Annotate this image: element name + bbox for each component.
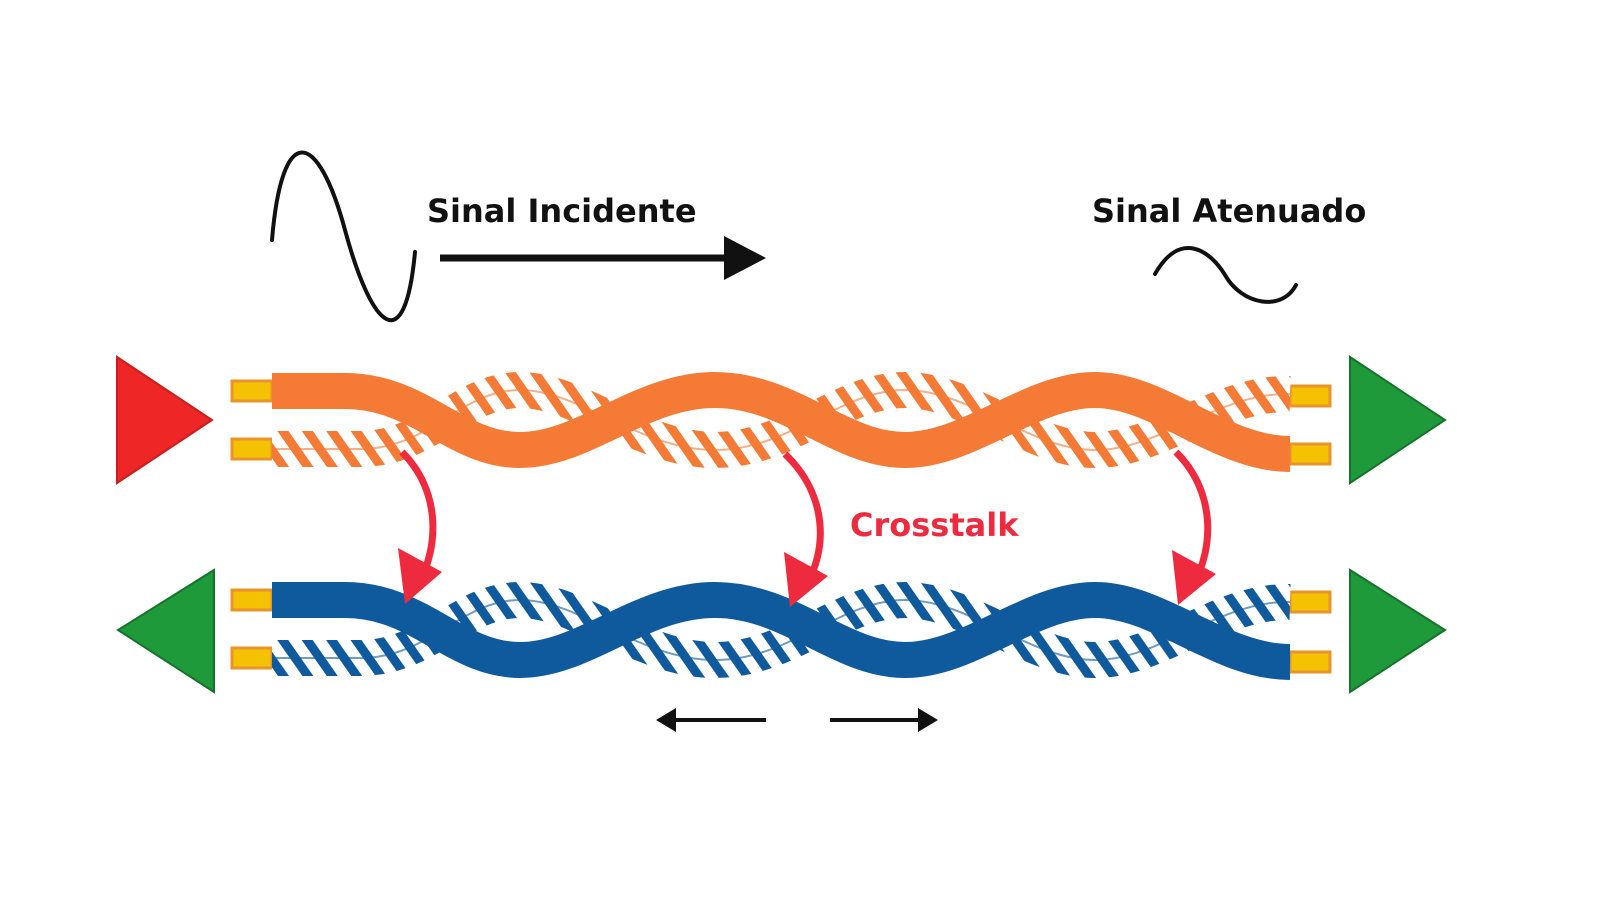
wire-solid bbox=[272, 371, 1291, 472]
crosstalk-arrowhead bbox=[398, 548, 442, 604]
right-arrow-icon bbox=[830, 708, 938, 732]
connector-pin bbox=[1288, 384, 1332, 408]
receiver-triangle-icon bbox=[1349, 355, 1447, 485]
crosstalk-label: Crosstalk bbox=[850, 506, 1019, 544]
crosstalk-arrowhead bbox=[784, 552, 828, 607]
receiver-triangle-icon bbox=[116, 568, 215, 694]
connector-pin bbox=[230, 437, 274, 461]
left-arrow-icon bbox=[656, 708, 766, 732]
incident-wave-icon bbox=[270, 150, 417, 322]
attenuated-wave-icon bbox=[1153, 246, 1298, 304]
attenuated-signal-label: Sinal Atenuado bbox=[1092, 192, 1366, 230]
connector-pin bbox=[230, 379, 274, 403]
transmitter-triangle-icon bbox=[116, 355, 214, 485]
connector-pin bbox=[230, 646, 274, 670]
connector-pin bbox=[1288, 590, 1332, 614]
connector-pin bbox=[230, 588, 274, 612]
connector-pin bbox=[1288, 442, 1332, 466]
incident-signal-label: Sinal Incidente bbox=[427, 192, 697, 230]
twisted-pair-top bbox=[230, 371, 1332, 472]
receiver-triangle-icon bbox=[1349, 568, 1447, 694]
crosstalk-arrowhead bbox=[1172, 550, 1216, 605]
incident-direction-arrow bbox=[440, 236, 766, 280]
connector-pin bbox=[1288, 650, 1332, 674]
twisted-pair-bottom bbox=[230, 581, 1332, 680]
wire-solid bbox=[272, 581, 1291, 680]
